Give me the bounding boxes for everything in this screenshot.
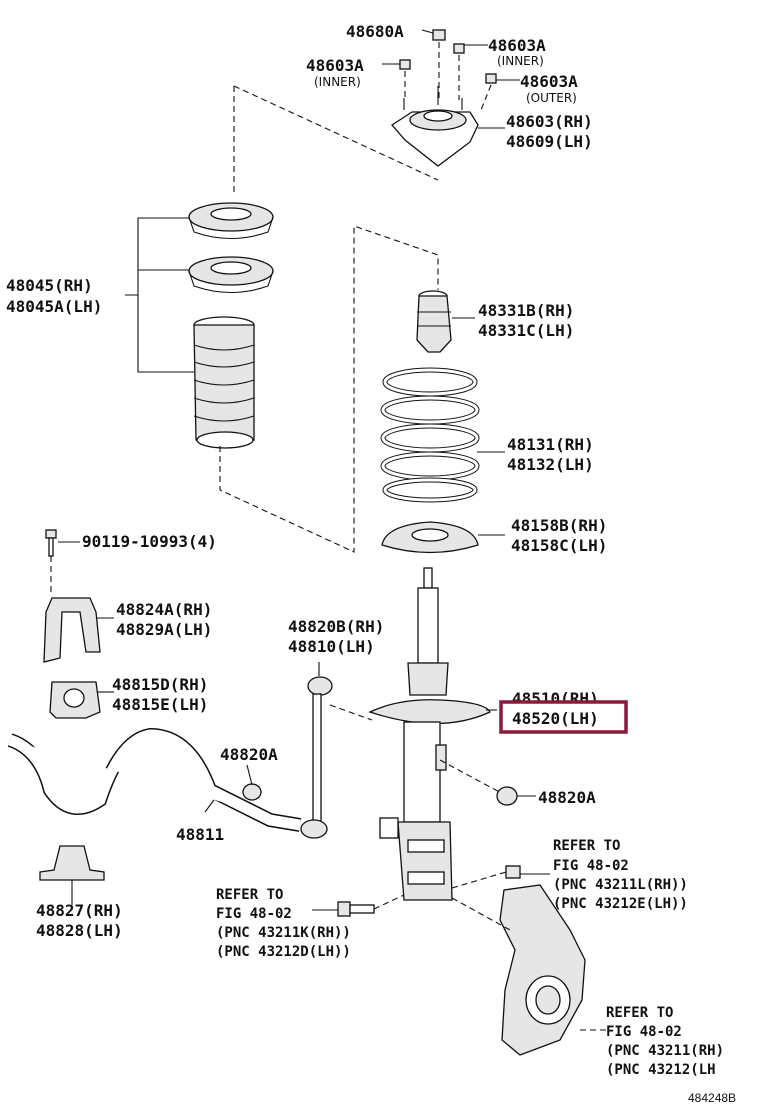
stabilizer-bracket [43, 597, 101, 663]
ref-left-line3: (PNC 43211K(RH)) [216, 925, 351, 941]
label-48815D-rh: 48815D(RH) [112, 675, 208, 694]
label-48820A-right: 48820A [538, 788, 596, 807]
label-48810-lh: 48810(LH) [288, 637, 375, 656]
nut-knuckle-upper [451, 865, 550, 889]
label-48603A-outer: 48603A [520, 72, 578, 91]
label-48131-rh: 48131(RH) [507, 435, 594, 454]
label-48820B-rh: 48820B(RH) [288, 617, 384, 636]
label-inner-right: (INNER) [497, 54, 544, 68]
figure-code: 484248B [688, 1091, 736, 1105]
label-inner-left: (INNER) [314, 75, 361, 89]
label-48331B-rh: 48331B(RH) [478, 301, 574, 320]
label-48331C-lh: 48331C(LH) [478, 321, 574, 340]
label-90119: 90119-10993(4) [82, 532, 217, 551]
ref-lower-right-line2: FIG 48-02 [606, 1024, 682, 1040]
ref-lower-right-line1: REFER TO [606, 1005, 673, 1021]
upper-spring-seat [188, 202, 274, 239]
nut-48603A-outer [480, 73, 497, 111]
bolt-knuckle [337, 894, 405, 917]
lower-spring-insulator [381, 521, 479, 554]
ref-left-line1: REFER TO [216, 887, 283, 903]
ref-lower-right-line4: (PNC 43212(LH [606, 1062, 716, 1078]
reference-upper-right: REFER TO FIG 48-02 (PNC 43211L(RH)) (PNC… [553, 838, 688, 912]
stabilizer-bar [7, 727, 302, 832]
bump-stop [416, 290, 452, 353]
label-48520-lh: 48520(LH) [512, 709, 599, 728]
reference-left: REFER TO FIG 48-02 (PNC 43211K(RH)) (PNC… [216, 887, 351, 960]
label-outer: (OUTER) [526, 91, 577, 105]
label-48811: 48811 [176, 825, 224, 844]
ref-left-line2: FIG 48-02 [216, 906, 292, 922]
spring-insulator [188, 256, 274, 293]
ref-left-line4: (PNC 43212D(LH)) [216, 944, 351, 960]
dust-boot [193, 316, 255, 449]
label-48609-lh: 48609(LH) [506, 132, 593, 151]
ref-upper-right-line4: (PNC 43212E(LH)) [553, 896, 688, 912]
nut-48603A-inner-right [453, 43, 465, 100]
ref-upper-right-line3: (PNC 43211L(RH)) [553, 877, 688, 893]
coil-spring [380, 367, 480, 503]
label-48132-lh: 48132(LH) [507, 455, 594, 474]
steering-knuckle [499, 884, 586, 1056]
stabilizer-link [300, 676, 333, 839]
nut-48680A [432, 29, 446, 100]
label-48045-rh: 48045(RH) [6, 276, 93, 295]
label-48815E-lh: 48815E(LH) [112, 695, 208, 714]
label-48603A-inner-left: 48603A [306, 56, 364, 75]
highlight-box-48520 [499, 700, 628, 734]
upper-support-assembly [391, 86, 479, 167]
nut-48603A-inner-left [399, 59, 411, 100]
ref-upper-right-line1: REFER TO [553, 838, 620, 854]
label-48827-rh: 48827(RH) [36, 901, 123, 920]
label-48824A-rh: 48824A(RH) [116, 600, 212, 619]
ref-upper-right-line2: FIG 48-02 [553, 858, 629, 874]
ref-lower-right-line3: (PNC 43211(RH) [606, 1043, 724, 1059]
bolt-90119 [45, 529, 57, 595]
label-48603A-inner-right: 48603A [488, 36, 546, 55]
shock-absorber [368, 567, 506, 901]
label-48820A-left: 48820A [220, 745, 278, 764]
label-48158C-lh: 48158C(LH) [511, 536, 607, 555]
stabilizer-bushing [49, 681, 101, 719]
label-48603-rh: 48603(RH) [506, 112, 593, 131]
bar-clamp [39, 845, 105, 905]
label-48680A: 48680A [346, 22, 404, 41]
nut-48820A-right [496, 786, 518, 806]
label-48828-lh: 48828(LH) [36, 921, 123, 940]
label-48829A-lh: 48829A(LH) [116, 620, 212, 639]
label-48158B-rh: 48158B(RH) [511, 516, 607, 535]
reference-lower-right: REFER TO FIG 48-02 (PNC 43211(RH) (PNC 4… [606, 1005, 724, 1078]
label-48045A-lh: 48045A(LH) [6, 297, 102, 316]
